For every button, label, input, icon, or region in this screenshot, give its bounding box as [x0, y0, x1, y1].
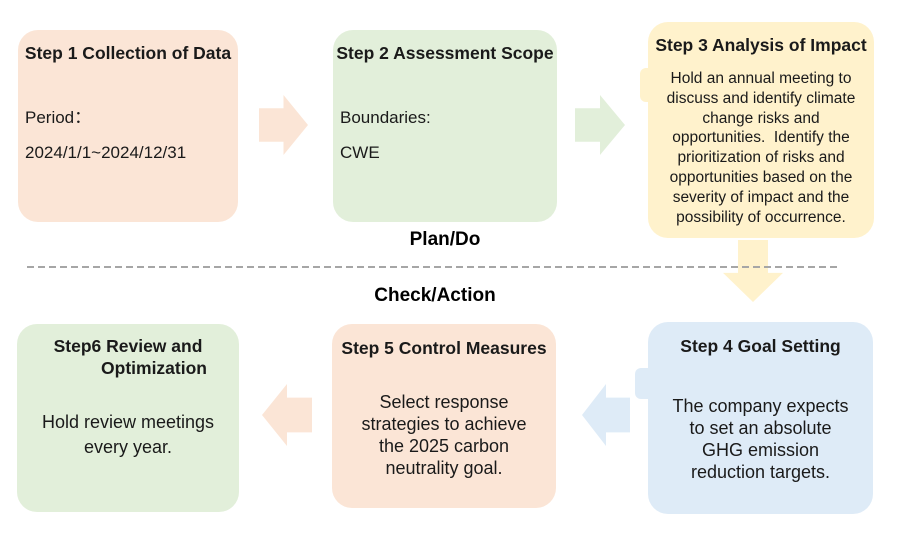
step-4-box: Step 4 Goal Setting The company expects … — [648, 322, 873, 514]
step-2-title: Step 2 Assessment Scope — [336, 43, 554, 63]
step-6-body: Hold review meetings every year. — [41, 411, 215, 457]
step-2-body: Boundaries: CWE — [340, 107, 431, 162]
step-6-box: Step6 Review and Optimization Hold revie… — [17, 324, 239, 512]
step-3-connector-stub — [640, 68, 650, 102]
arrow-step5-to-step6-icon — [262, 384, 312, 446]
step-3-body: Hold an annual meeting to discuss and id… — [666, 69, 856, 226]
step-3-title: Step 3 Analysis of Impact — [655, 35, 867, 55]
step-1-box: Step 1 Collection of Data Period： 2024/1… — [18, 30, 238, 222]
step-2-box: Step 2 Assessment Scope Boundaries: CWE — [333, 30, 557, 222]
phase-divider-dashed-line — [27, 266, 841, 268]
arrow-step2-to-step3-icon — [575, 95, 625, 155]
step-4-body: The company expects to set an absolute G… — [672, 395, 849, 482]
step-5-title: Step 5 Control Measures — [341, 338, 547, 358]
step-4-title: Step 4 Goal Setting — [680, 336, 841, 356]
arrow-step1-to-step2-icon — [259, 95, 308, 155]
step-6-title: Step6 Review and Optimization — [17, 336, 239, 380]
step-5-body: Select response strategies to achieve th… — [361, 391, 527, 478]
step-6-title-line2: Optimization — [101, 357, 207, 378]
step-5-box: Step 5 Control Measures Select response … — [332, 324, 556, 508]
phase-label-plan-do: Plan/Do — [409, 229, 481, 250]
arrow-step3-to-step4-icon — [723, 240, 783, 302]
step-6-title-line1: Step6 Review and — [53, 336, 203, 356]
arrow-step4-to-step5-icon — [582, 384, 630, 446]
step-4-connector-stub — [635, 368, 650, 399]
step-1-title: Step 1 Collection of Data — [24, 43, 232, 63]
step-3-box: Step 3 Analysis of Impact Hold an annual… — [648, 22, 874, 238]
step-1-body: Period： 2024/1/1~2024/12/31 — [25, 107, 187, 162]
phase-label-check-action: Check/Action — [374, 285, 496, 306]
